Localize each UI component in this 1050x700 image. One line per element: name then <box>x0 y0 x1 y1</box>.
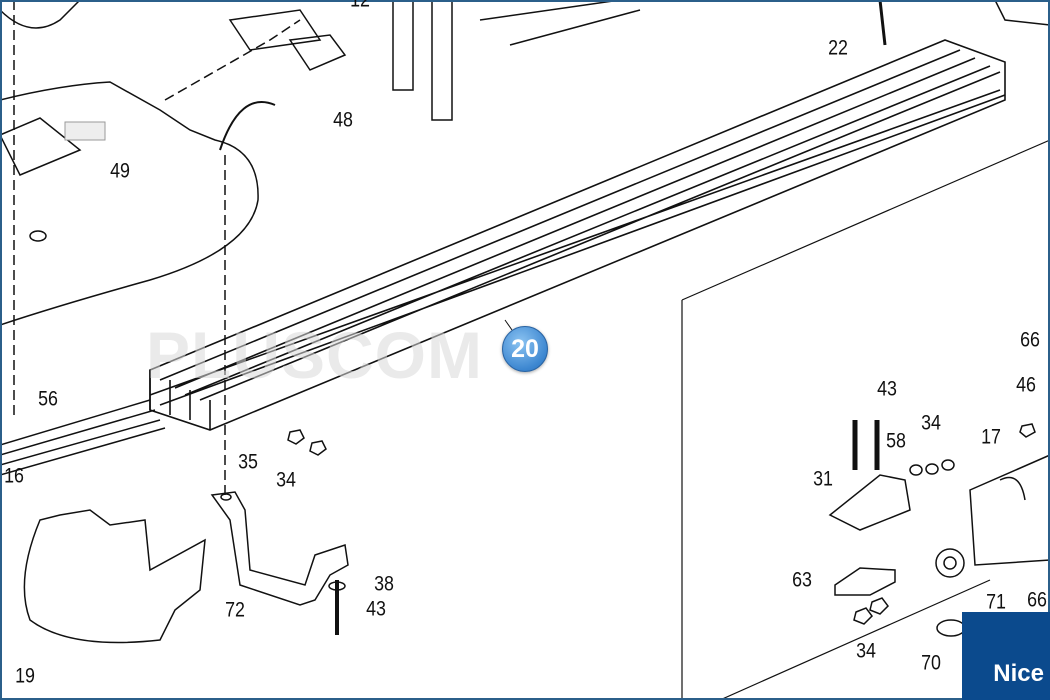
rail <box>149 39 1006 431</box>
part-label: 34 <box>856 639 876 663</box>
part-label: 63 <box>792 568 812 592</box>
part-label: 71 <box>986 590 1006 614</box>
part-label: 34 <box>276 468 296 492</box>
part-label: 46 <box>1016 373 1036 397</box>
part-label: 12 <box>350 0 370 12</box>
part-label: 34 <box>921 411 941 435</box>
part-label: 19 <box>15 664 35 688</box>
watermark: PLUSCOM <box>146 318 483 392</box>
part-label: 49 <box>110 159 130 183</box>
part-label: 66 <box>1020 328 1040 352</box>
part-label: 70 <box>921 651 941 675</box>
part-hotspot-20[interactable]: 20 <box>502 326 548 372</box>
part-label: 38 <box>374 572 394 596</box>
brand-name: Nice <box>993 660 1044 687</box>
part-label: 56 <box>38 387 58 411</box>
part-label: 43 <box>877 377 897 401</box>
part-label: 66 <box>1027 588 1047 612</box>
cover-plate <box>0 81 259 326</box>
part-label: 48 <box>333 108 353 132</box>
part-label: 31 <box>813 467 833 491</box>
part-label: 35 <box>238 450 258 474</box>
brand-logo: Nice <box>962 612 1050 700</box>
part-label: 43 <box>366 597 386 621</box>
part-label: 58 <box>886 429 906 453</box>
part-label: 22 <box>828 36 848 60</box>
part-label: 17 <box>981 425 1001 449</box>
motor-housing <box>0 0 81 29</box>
part-label: 72 <box>225 598 245 622</box>
part-label: 16 <box>4 464 24 488</box>
